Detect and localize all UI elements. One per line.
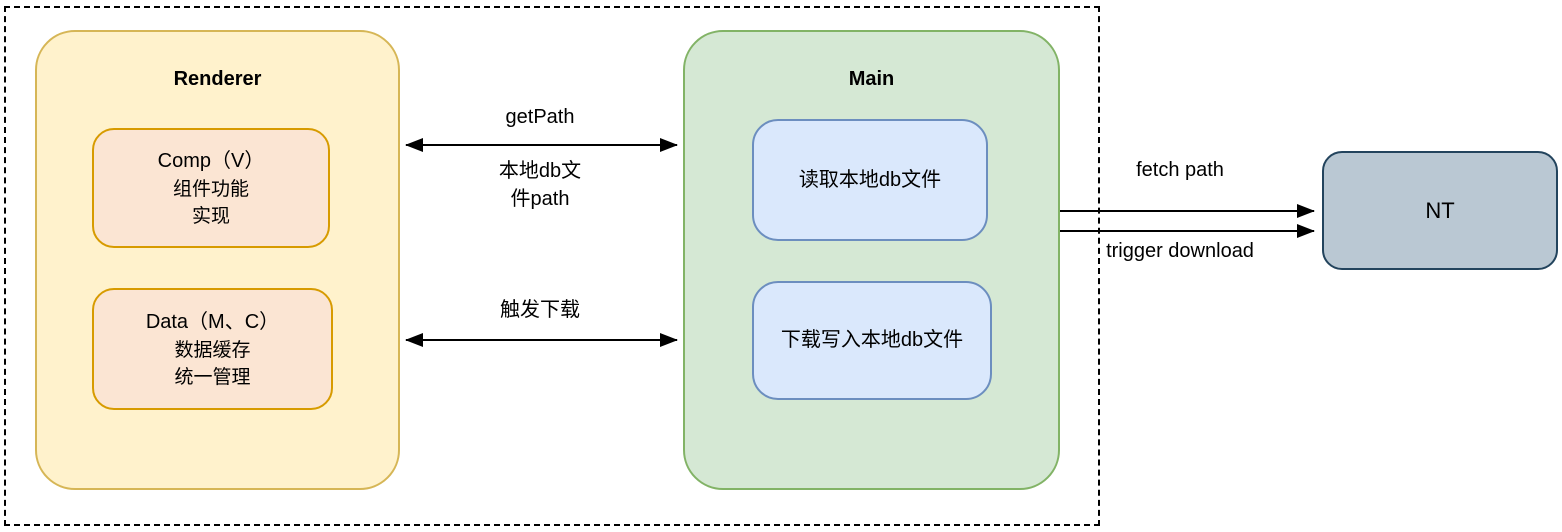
fetch-path-label: fetch path <box>1136 159 1224 181</box>
getpath-sublabel: 本地db文 件path <box>498 160 582 210</box>
trigger-download-en-label: trigger download <box>1106 240 1254 262</box>
read-local-db-box: 读取本地db文件 <box>752 119 988 241</box>
write-local-db-box: 下载写入本地db文件 <box>752 281 992 400</box>
trigger-download-cn-label: 触发下载 <box>500 299 580 321</box>
data-box-line1: 数据缓存 <box>174 340 251 361</box>
nt-box: NT <box>1322 151 1558 270</box>
electron-process-boundary <box>4 6 1100 526</box>
comp-box-line2: 实现 <box>191 206 230 227</box>
nt-label: NT <box>1425 197 1455 223</box>
data-box-line2: 统一管理 <box>174 367 251 388</box>
main-group: Main 读取本地db文件 下载写入本地db文件 <box>683 30 1060 490</box>
renderer-title: Renderer <box>173 68 262 90</box>
data-box-title: Data（M、C） <box>145 311 280 333</box>
write-local-db-label: 下载写入本地db文件 <box>780 329 964 351</box>
comp-box-title: Comp（V） <box>157 150 265 172</box>
data-box: Data（M、C） 数据缓存 统一管理 <box>92 288 333 410</box>
main-title: Main <box>848 68 895 90</box>
renderer-group: Renderer Comp（V） 组件功能 实现 Data（M、C） 数据缓存 … <box>35 30 400 490</box>
read-local-db-label: 读取本地db文件 <box>798 168 942 191</box>
getpath-label: getPath <box>505 106 575 128</box>
comp-box-line1: 组件功能 <box>172 179 249 200</box>
comp-box: Comp（V） 组件功能 实现 <box>92 128 330 248</box>
